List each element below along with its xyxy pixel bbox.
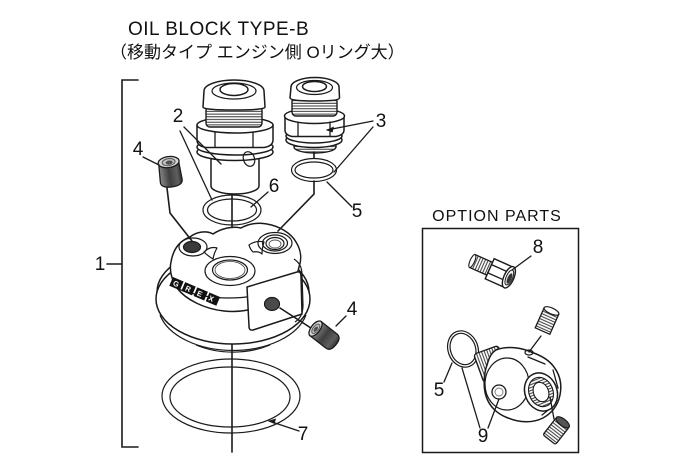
small-oring-main [290, 157, 338, 183]
base-oring [161, 358, 301, 434]
assembly-bracket [106, 79, 139, 448]
side-fitting-axis-bent [277, 180, 315, 232]
center-hole [204, 255, 256, 287]
option-plug-top [534, 306, 560, 336]
part-label-5a: 5 [352, 201, 363, 222]
part-label-2: 2 [173, 106, 184, 127]
left-port-boss [178, 237, 208, 257]
center-fitting [196, 79, 274, 195]
part-label-8: 8 [533, 237, 544, 258]
part-label-9: 9 [478, 426, 489, 447]
center-oring [202, 194, 262, 226]
small-oring-option [446, 330, 480, 368]
side-port-hole [263, 296, 281, 312]
hex-plug-upper [157, 155, 183, 188]
side-fin [293, 258, 304, 323]
option-plug-bottom [543, 416, 571, 445]
leader-lines [142, 120, 374, 432]
part-label-3: 3 [376, 111, 387, 132]
part-label-4a: 4 [133, 139, 144, 160]
cutout-right [248, 240, 265, 255]
plug-upper-axis [166, 187, 193, 242]
side-fitting [283, 76, 346, 154]
option-gauge-port [491, 384, 507, 400]
part-label-5b: 5 [434, 380, 445, 401]
option-top-port [524, 349, 534, 356]
oil-block-body: GREX [155, 222, 311, 353]
option-female-port [523, 372, 559, 412]
page-subtitle: （移動タイプ エンジン側 Oリング大） [110, 43, 405, 62]
cutout-left [203, 246, 218, 260]
adapter-fitting [468, 253, 517, 289]
right-port-threaded [257, 231, 293, 255]
option-box-frame [421, 227, 580, 454]
part-label-7: 7 [298, 424, 309, 445]
part-label-1: 1 [95, 254, 106, 275]
option-leader-lines [443, 255, 532, 429]
part-label-6: 6 [269, 176, 280, 197]
left-port-hole [182, 240, 202, 254]
part-label-4b: 4 [347, 299, 358, 320]
option-body [473, 306, 571, 445]
plug-side-axis [279, 307, 315, 331]
fitting-side-hole [242, 151, 256, 167]
hex-plug-side [308, 320, 340, 350]
option-box-title: OPTION PARTS [432, 208, 562, 225]
page-title: OIL BLOCK TYPE-B [128, 19, 309, 40]
